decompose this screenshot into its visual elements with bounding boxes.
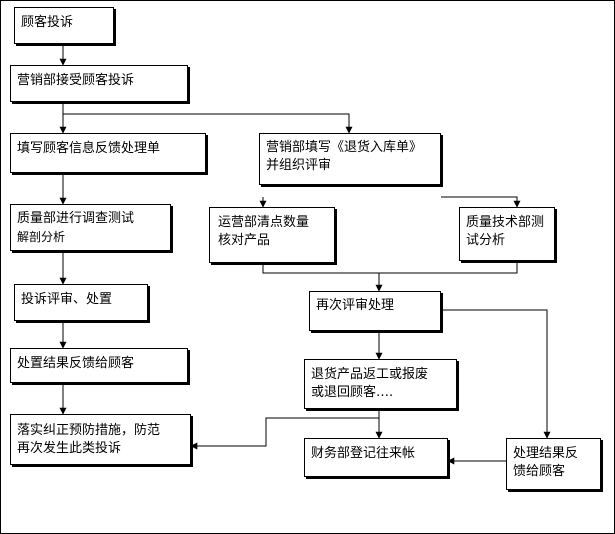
node-return-rework: 退货产品返工或报废 或退回顾客…. xyxy=(304,359,457,409)
arrow-marketing-to-return-form xyxy=(63,113,353,134)
node-text-line: 再次发生此类投诉 xyxy=(17,441,122,456)
node-text-line: 填写顾客信息反馈处理单 xyxy=(17,141,161,156)
node-text-line: 并组织评审 xyxy=(266,158,332,173)
node-quality-investigation: 质量部进行调查测试 解剖分析 xyxy=(10,204,171,251)
node-text-line: 质量技术部测 xyxy=(466,215,545,230)
arrow-return-form-to-quality-tech xyxy=(441,196,521,208)
node-second-review: 再次评审处理 xyxy=(309,291,441,331)
node-text-line: 落实纠正预防措施，防范 xyxy=(17,423,161,438)
node-result-feedback: 处理结果反 馈给顾客 xyxy=(506,438,601,490)
node-text-line: 营销部填写《退货入库单》 xyxy=(266,140,423,155)
node-fill-feedback-form: 填写顾客信息反馈处理单 xyxy=(10,133,206,173)
node-text-line: 退货产品返工或报废 xyxy=(311,367,429,382)
arrow-transport-to-second-review xyxy=(262,263,383,292)
node-quality-tech-test: 质量技术部测 试分析 xyxy=(459,207,555,261)
node-feedback-to-customer: 处置结果反馈给顾客 xyxy=(10,348,188,383)
node-text-line: 或退回顾客…. xyxy=(311,385,394,400)
node-text-line: 试分析 xyxy=(466,233,506,248)
node-finance-register: 财务部登记往来帐 xyxy=(304,438,448,477)
node-customer-complaint: 顾客投诉 xyxy=(14,7,114,44)
node-transport-inventory: 运营部清点数量 核对产品 xyxy=(209,207,335,263)
line-quality-tech-to-second-review xyxy=(379,261,518,274)
node-text-line: 再次评审处理 xyxy=(316,298,395,313)
node-text-line: 投诉评审、处置 xyxy=(21,292,113,307)
node-marketing-return-form: 营销部填写《退货入库单》 并组织评审 xyxy=(259,133,441,185)
node-corrective-actions: 落实纠正预防措施，防范 再次发生此类投诉 xyxy=(10,414,191,465)
node-text-line: 运营部清点数量 xyxy=(218,215,310,230)
node-text-line: 处理结果反 xyxy=(513,446,579,461)
node-text-line: 解剖分析 xyxy=(17,230,66,244)
node-text-line: 核对产品 xyxy=(218,233,271,248)
node-text-line: 顾客投诉 xyxy=(21,15,74,30)
arrow-second-review-to-result-feedback xyxy=(441,309,551,439)
node-text-line: 营销部接受顾客投诉 xyxy=(17,73,135,88)
node-complaint-review: 投诉评审、处置 xyxy=(14,284,148,321)
node-text-line: 处置结果反馈给顾客 xyxy=(17,356,135,371)
node-text-line: 馈给顾客 xyxy=(513,464,566,479)
arrow-return-to-corrective xyxy=(190,417,379,450)
node-text-line: 财务部登记往来帐 xyxy=(311,446,416,461)
node-marketing-accepts: 营销部接受顾客投诉 xyxy=(10,65,188,102)
node-text-line: 质量部进行调查测试 xyxy=(17,211,135,226)
